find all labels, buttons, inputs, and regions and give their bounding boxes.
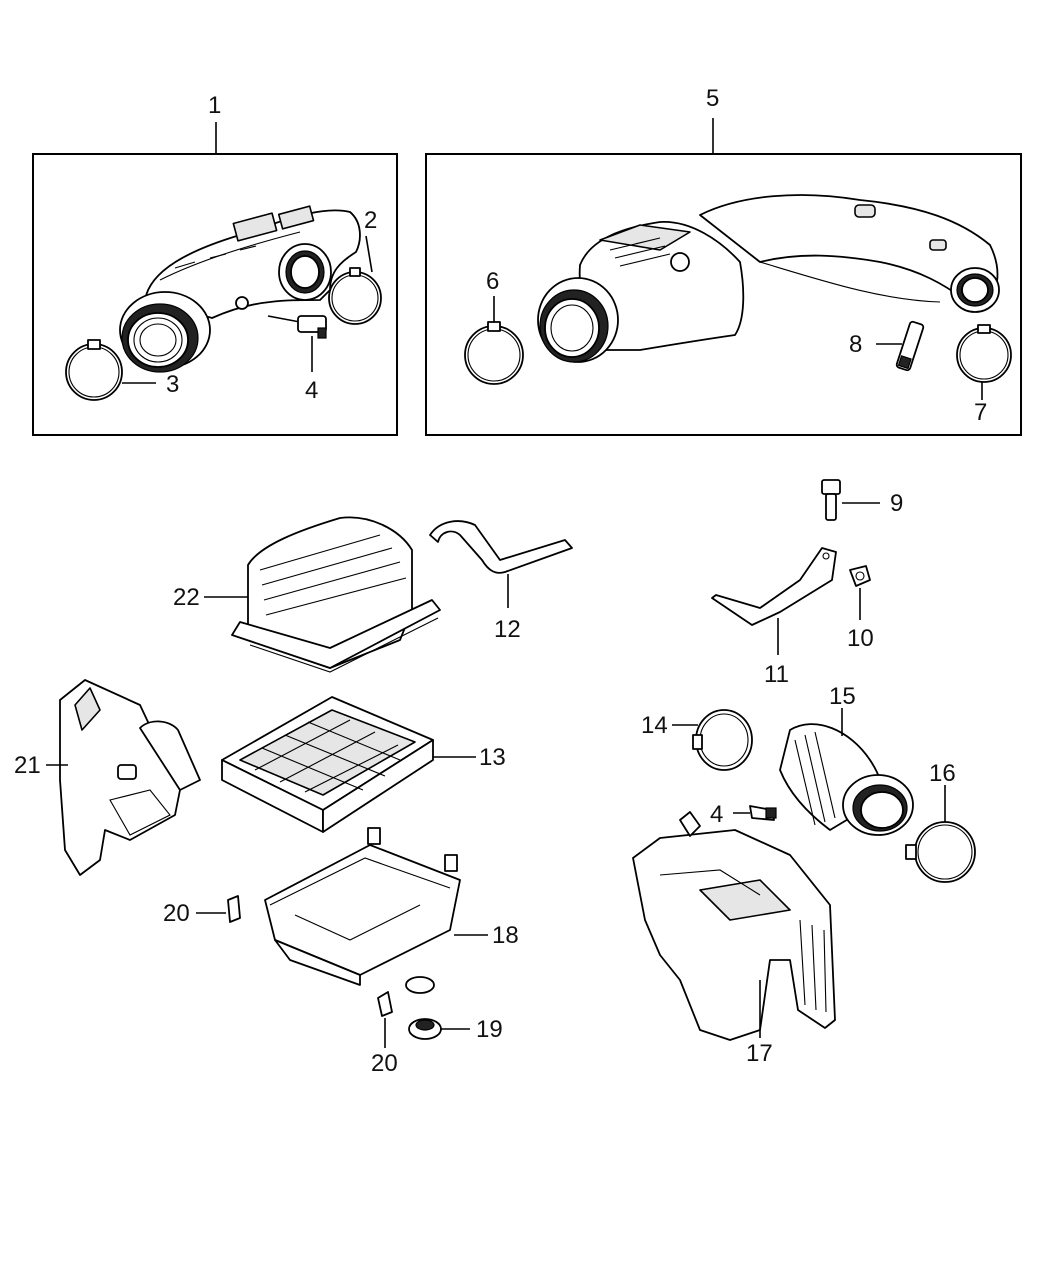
callout-4-lower: 4	[710, 801, 723, 828]
air-inlet-21	[46, 679, 201, 876]
callout-18: 18	[492, 922, 519, 949]
hose-clamp-3	[65, 339, 156, 401]
air-cleaner-cover-22	[204, 516, 441, 673]
callout-8: 8	[849, 331, 862, 358]
callout-22: 22	[173, 584, 200, 611]
callout-10: 10	[847, 625, 874, 652]
hose-clamp-16	[905, 785, 976, 883]
air-inlet-duct-left	[119, 205, 361, 373]
callout-20-lower: 20	[371, 1050, 398, 1077]
breather-hose-12	[429, 520, 573, 608]
hose-clamp-7	[956, 324, 1012, 400]
callout-6: 6	[486, 268, 499, 295]
callout-13: 13	[479, 744, 506, 771]
bracket-11	[711, 547, 837, 655]
callout-2: 2	[364, 207, 377, 234]
callout-15: 15	[829, 683, 856, 710]
air-cleaner-tray-18	[264, 827, 488, 994]
nut-10	[849, 565, 871, 620]
callout-12: 12	[494, 616, 521, 643]
sensor-8	[876, 320, 925, 372]
hose-clamp-6	[464, 296, 524, 385]
callout-21: 21	[14, 752, 41, 779]
callout-19: 19	[476, 1016, 503, 1043]
callout-7: 7	[974, 399, 987, 426]
assembly-box-1	[32, 122, 398, 436]
air-inlet-duct-right	[537, 194, 1000, 363]
callout-17: 17	[746, 1040, 773, 1067]
hose-clamp-14	[672, 709, 753, 771]
air-inlet-housing-17	[632, 811, 836, 1041]
callout-14: 14	[641, 712, 668, 739]
air-filter-13	[221, 696, 476, 833]
clip-20-lower	[377, 991, 393, 1048]
sensor-4-top	[267, 315, 327, 372]
grommet-19	[408, 1018, 470, 1040]
bolt-9	[821, 479, 880, 521]
callout-3: 3	[166, 371, 179, 398]
sensor-4-lower	[733, 805, 777, 821]
hose-clamp-2	[328, 235, 382, 325]
clip-20-upper	[196, 895, 241, 923]
callout-11: 11	[764, 661, 789, 688]
assembly-box-5	[425, 118, 1022, 436]
callout-20-upper: 20	[163, 900, 190, 927]
duct-15	[779, 708, 914, 836]
callout-16: 16	[929, 760, 956, 787]
callout-5: 5	[706, 85, 719, 112]
callout-1: 1	[208, 92, 221, 119]
callout-4: 4	[305, 377, 318, 404]
callout-9: 9	[890, 490, 903, 517]
